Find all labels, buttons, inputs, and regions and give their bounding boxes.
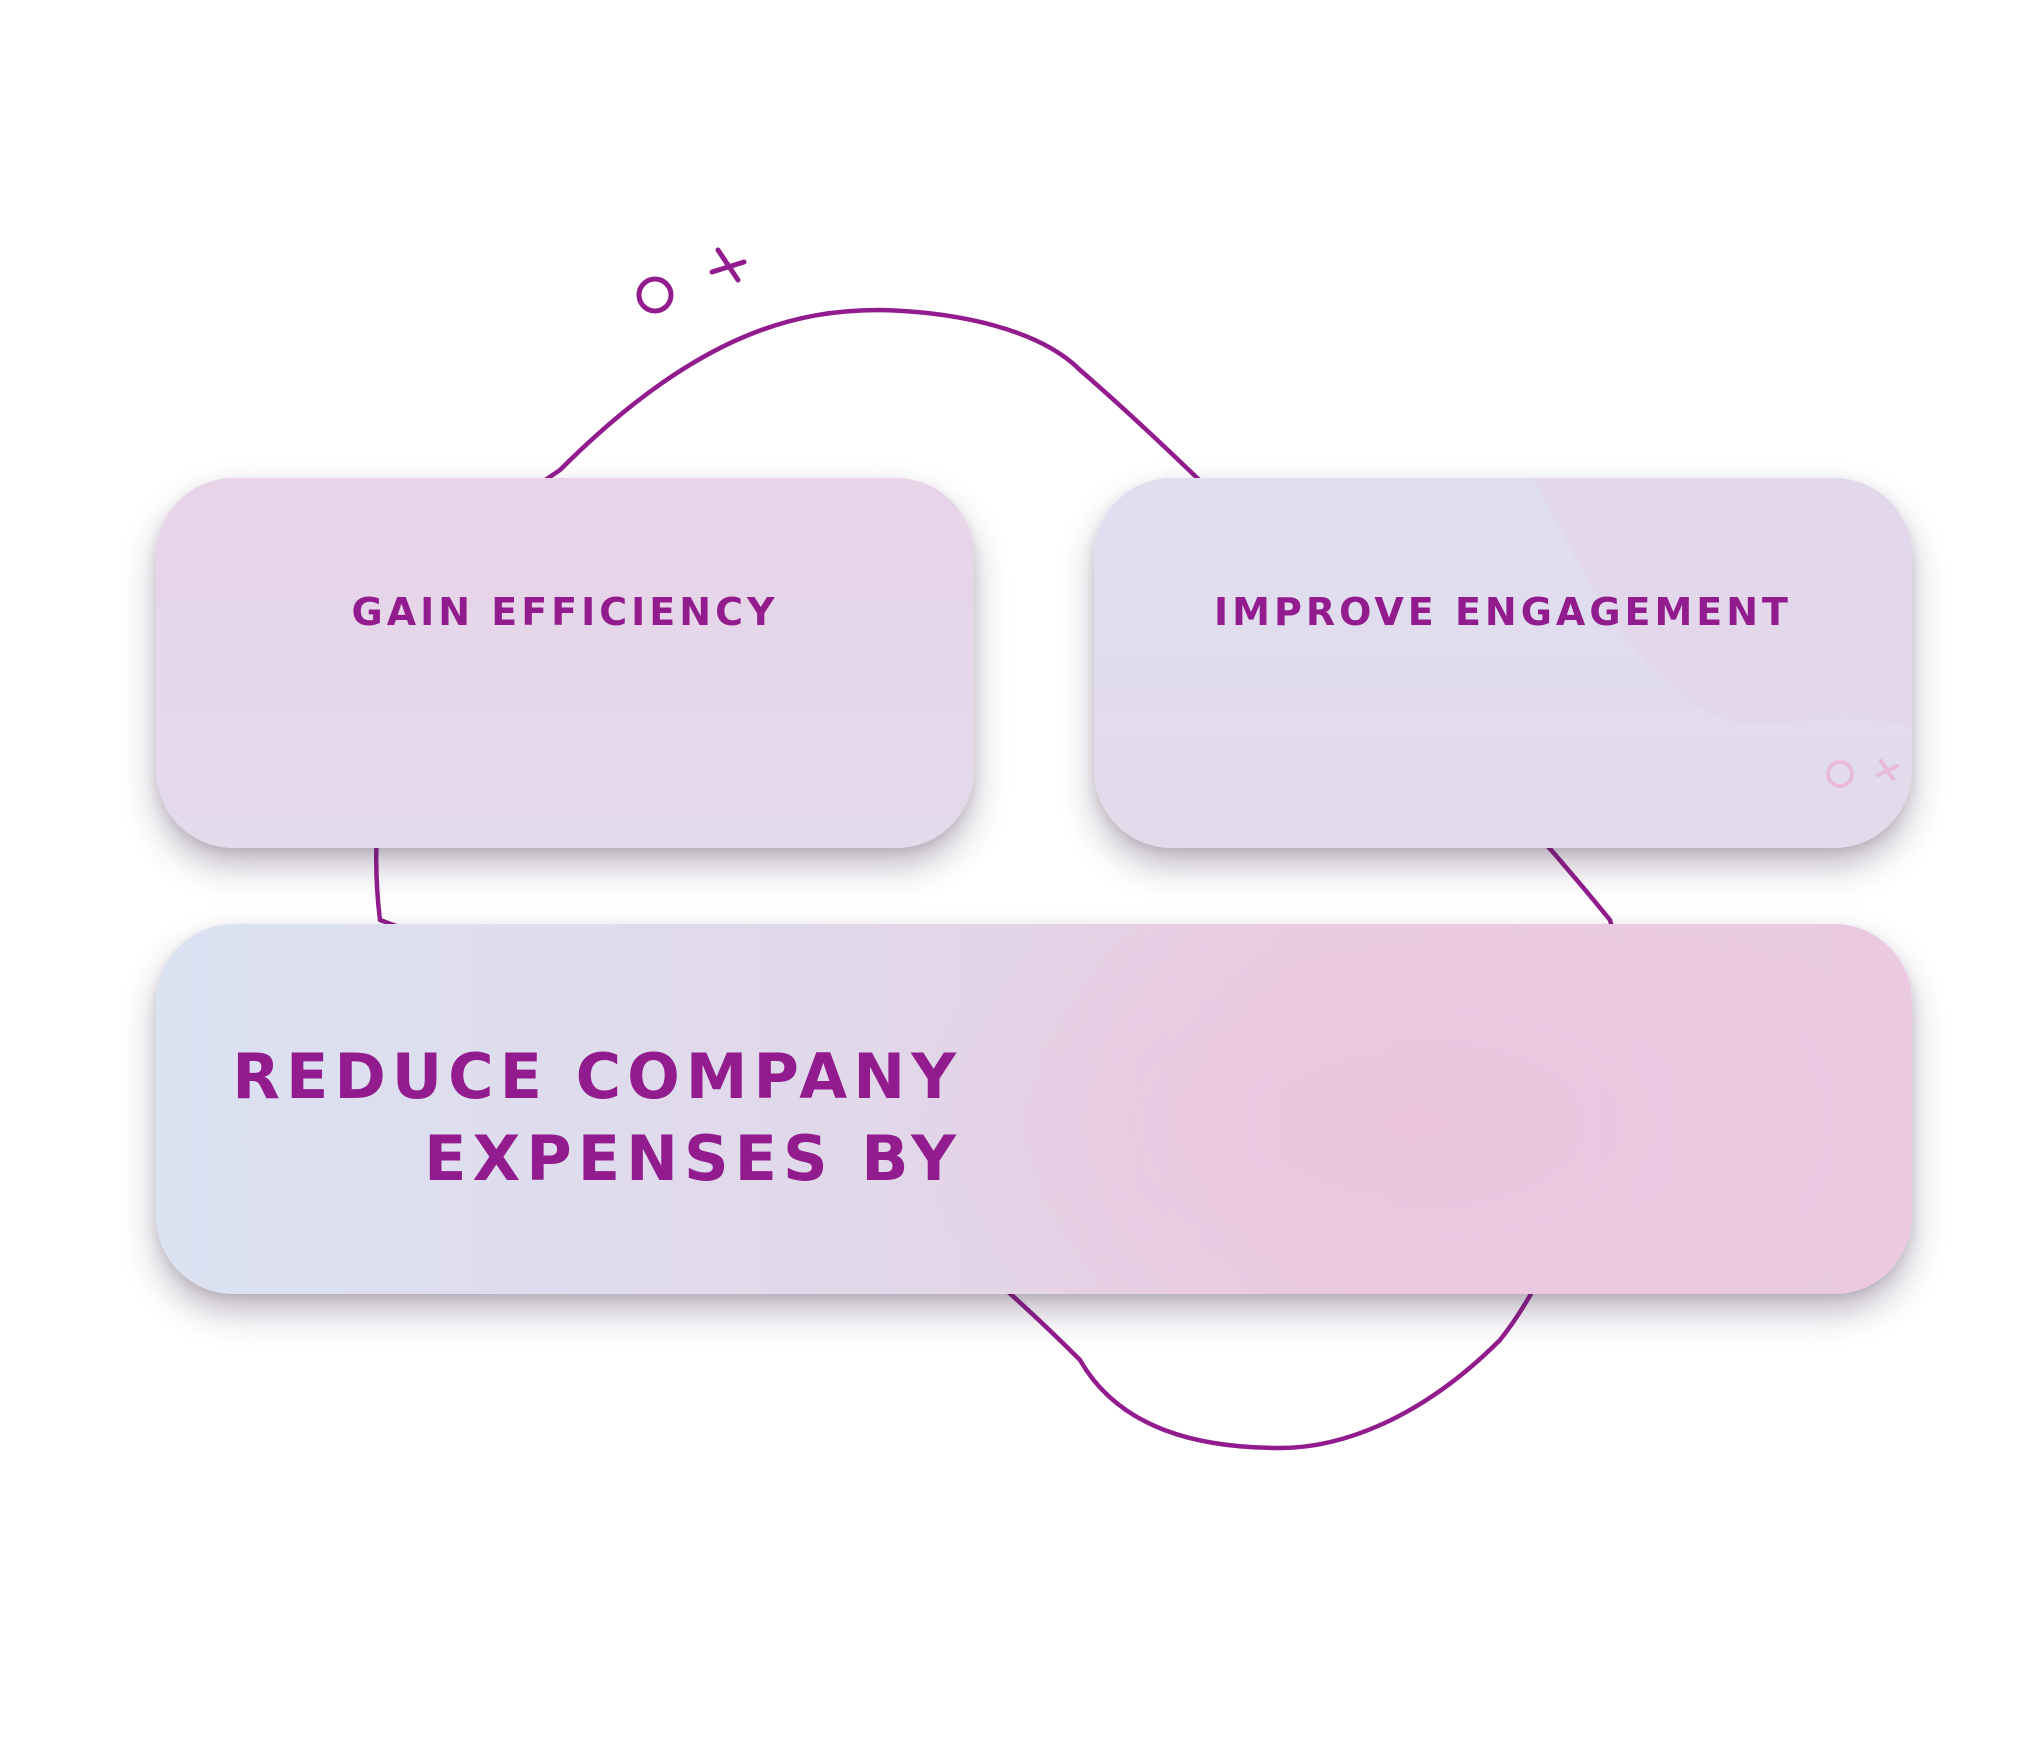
cross-icon [1876, 759, 1899, 781]
reduce-expenses-line-2: EXPENSES BY [424, 1122, 962, 1195]
decorative-loop-line [374, 307, 1621, 1451]
cross-icon [709, 247, 747, 283]
circle-icon [1826, 760, 1854, 788]
reduce-expenses-line-1: REDUCE COMPANY [232, 1040, 962, 1113]
improve-engagement-card: IMPROVE ENGAGEMENT [1094, 478, 1912, 848]
reduce-expenses-label: REDUCE COMPANY EXPENSES BY [232, 1036, 962, 1200]
gain-efficiency-card: GAIN EFFICIENCY [156, 478, 974, 848]
gain-efficiency-label: GAIN EFFICIENCY [351, 590, 779, 634]
circle-icon [636, 276, 674, 314]
card-decor-wave [1534, 478, 1912, 788]
improve-engagement-label: IMPROVE ENGAGEMENT [1214, 590, 1792, 634]
reduce-expenses-card: REDUCE COMPANY EXPENSES BY [156, 924, 1912, 1294]
